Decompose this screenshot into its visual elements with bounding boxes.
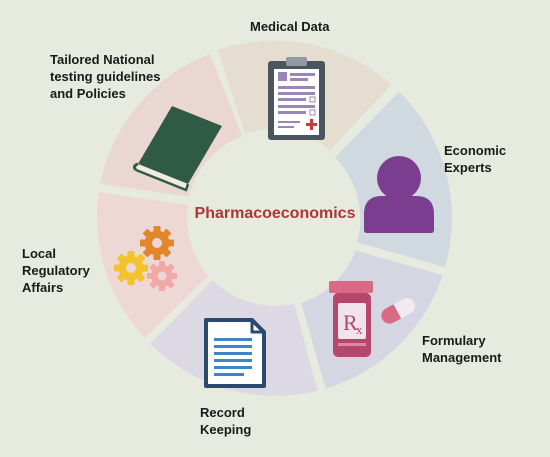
pill-icon [381, 298, 416, 324]
label-medical-data: Medical Data [250, 19, 330, 34]
svg-text:x: x [356, 322, 363, 337]
prescription-bottle-icon: R x [329, 281, 373, 357]
segment-formulary-management [301, 250, 443, 389]
label-formulary-management: Formulary Management [422, 333, 502, 365]
center-title: Pharmacoeconomics [194, 205, 356, 222]
document-icon [204, 318, 266, 388]
label-economic-experts: Economic Experts [444, 143, 507, 175]
svg-text:R: R [343, 310, 358, 335]
gears-icon [114, 226, 177, 291]
label-local-regulatory-affairs: Local Regulatory Affairs [22, 246, 90, 295]
label-record-keeping: Record Keeping [200, 405, 252, 437]
book-icon [132, 106, 222, 192]
person-icon [364, 156, 434, 233]
label-tailored-guidelines: Tailored National testing guidelines and… [50, 52, 161, 101]
clipboard-icon [268, 57, 325, 140]
